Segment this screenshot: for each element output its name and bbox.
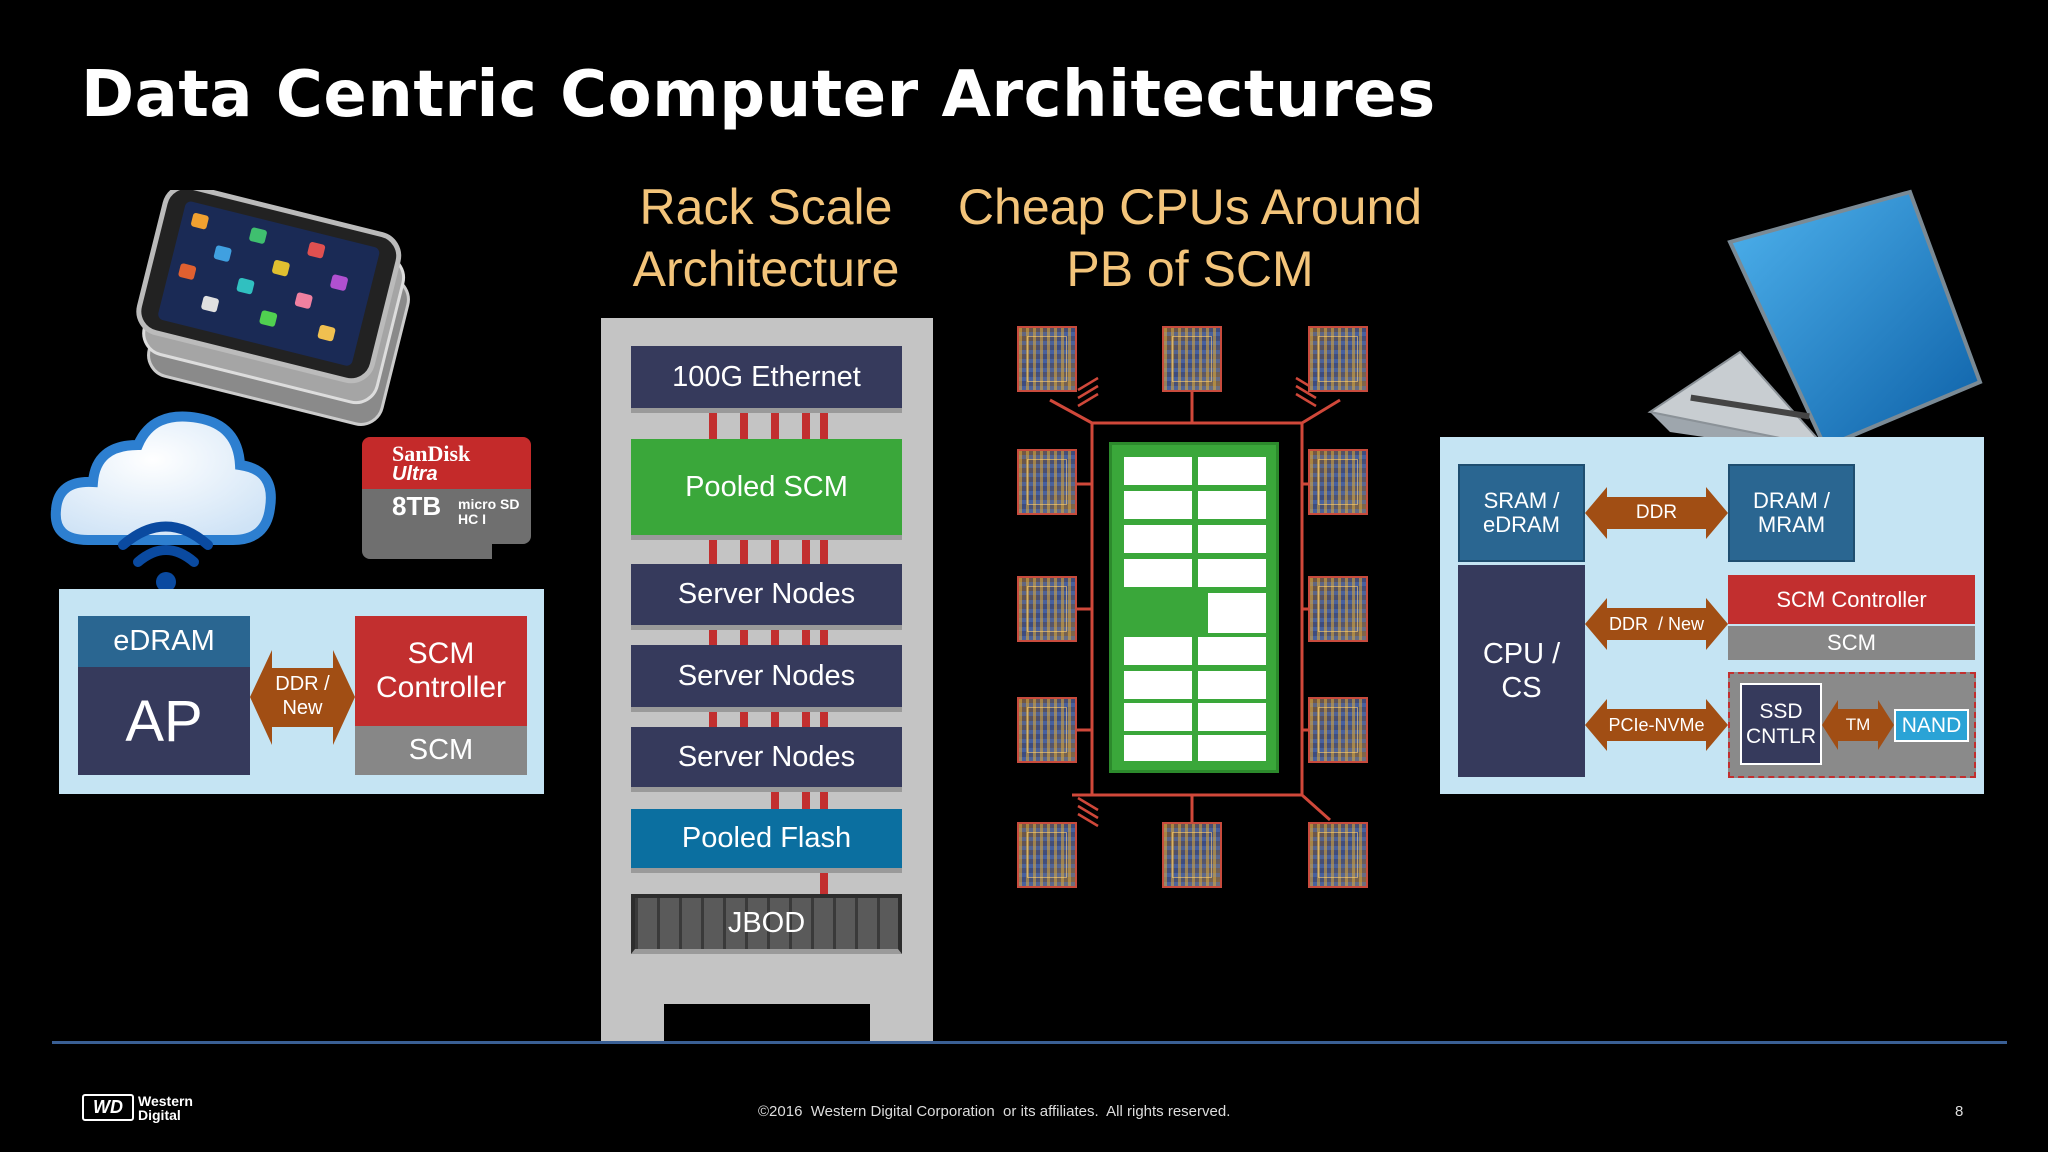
scm-controller-box: SCM Controller — [1728, 575, 1975, 624]
edram-box: eDRAM — [78, 616, 250, 667]
rack-connector — [771, 712, 779, 727]
rack-leg-right — [870, 1004, 933, 1043]
scm-controller-box: SCM Controller — [355, 616, 527, 726]
rack-connector — [740, 413, 748, 439]
pcie-arrow-icon — [1585, 699, 1728, 751]
scm-box: SCM — [355, 726, 527, 775]
cpu-heading: Cheap CPUs Around PB of SCM — [957, 179, 1423, 297]
rack-connector — [740, 712, 748, 727]
cpu-chip-icon — [1017, 326, 1077, 392]
cpu-chip-icon — [1017, 576, 1077, 642]
cpu-cs-box: CPU / CS — [1458, 565, 1585, 777]
cpu-chip-icon — [1308, 326, 1368, 392]
ddr-new-label: DDR / New — [275, 673, 330, 719]
slide-title: Data Centric Computer Architectures — [81, 58, 1436, 132]
cpu-chip-icon — [1308, 449, 1368, 515]
ddr-new-label: DDR / New — [1608, 613, 1704, 634]
rack-jbod: JBOD — [631, 894, 902, 954]
rack-connector — [771, 540, 779, 564]
ddr-new-arrow-icon — [1585, 598, 1728, 650]
ddr-new-arrow-icon — [250, 650, 355, 745]
page-number: 8 — [1955, 1103, 1964, 1120]
rack-connector — [709, 630, 717, 645]
rack-connector — [740, 630, 748, 645]
rack-heading: Rack Scale Architecture — [632, 179, 900, 297]
sd-capacity: 8TB — [392, 491, 442, 521]
rack-connector — [820, 413, 828, 439]
rack-pooled-scm: Pooled SCM — [631, 439, 902, 540]
rack-connector — [709, 540, 717, 564]
rack-connector — [802, 630, 810, 645]
rack-leg-left — [601, 1004, 664, 1043]
rack-connector — [802, 540, 810, 564]
rack-100g-ethernet: 100G Ethernet — [631, 346, 902, 413]
rack-connector — [740, 540, 748, 564]
cloud-wifi-icon — [50, 411, 276, 592]
rack-connector — [771, 630, 779, 645]
cpu-chip-icon — [1308, 822, 1368, 888]
smartphone-icon — [136, 190, 410, 426]
nand-box: NAND — [1894, 709, 1969, 742]
footer-divider — [52, 1041, 2007, 1044]
rack-server-nodes-1: Server Nodes — [631, 564, 902, 630]
rack-connector — [802, 712, 810, 727]
wd-logo-name: Western Digital — [138, 1093, 193, 1123]
ap-box: AP — [78, 667, 250, 775]
dram-mram-box: DRAM / MRAM — [1728, 464, 1855, 562]
rack-connector — [709, 413, 717, 439]
rack-connector — [820, 873, 828, 894]
rack-connector — [820, 792, 828, 809]
cpu-chip-icon — [1162, 326, 1222, 392]
rack-connector — [709, 712, 717, 727]
sd-format: micro SD HC I — [458, 496, 520, 527]
sd-brand: SanDisk — [392, 441, 471, 466]
tm-label: TM — [1845, 715, 1871, 734]
cpu-chip-icon — [1308, 576, 1368, 642]
footer-copyright: ©2016 Western Digital Corporation or its… — [758, 1103, 1231, 1120]
sd-card-icon: SanDisk Ultra 8TB micro SD HC I — [362, 437, 531, 559]
cpu-chip-icon — [1308, 697, 1368, 763]
sram-edram-box: SRAM / eDRAM — [1458, 464, 1585, 562]
rack-connector — [771, 413, 779, 439]
cpu-chip-icon — [1017, 449, 1077, 515]
cpu-chip-icon — [1017, 822, 1077, 888]
tm-arrow-icon — [1822, 700, 1894, 750]
scm-pool-block — [1109, 442, 1279, 773]
cpu-chip-icon — [1162, 822, 1222, 888]
ddr-arrow-icon — [1585, 487, 1728, 539]
laptop-icon — [1647, 189, 1983, 452]
ssd-controller-box: SSD CNTLR — [1740, 683, 1822, 765]
rack-pooled-flash: Pooled Flash — [631, 809, 902, 873]
rack-server-nodes-3: Server Nodes — [631, 727, 902, 792]
sd-model: Ultra — [392, 463, 438, 485]
ddr-label: DDR — [1635, 502, 1678, 523]
scm-box: SCM — [1728, 626, 1975, 660]
rack-connector — [820, 712, 828, 727]
pcie-label: PCIe-NVMe — [1608, 714, 1705, 735]
rack-connector — [802, 792, 810, 809]
rack-connector — [802, 413, 810, 439]
rack-connector — [820, 630, 828, 645]
rack-server-nodes-2: Server Nodes — [631, 645, 902, 712]
rack-connector — [771, 792, 779, 809]
rack-connector — [820, 540, 828, 564]
cpu-chip-icon — [1017, 697, 1077, 763]
wd-logo-icon: WD — [82, 1094, 134, 1121]
